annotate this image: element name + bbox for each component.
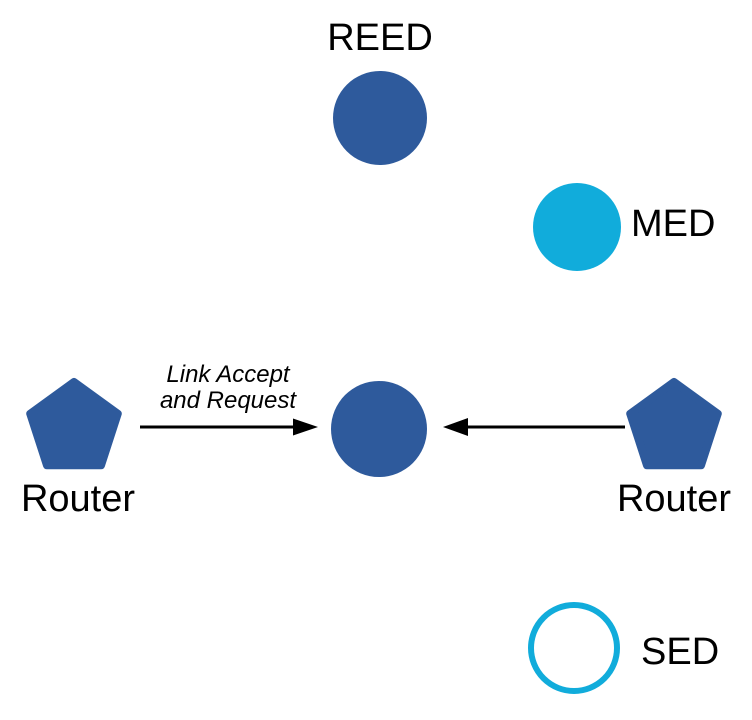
arrowhead-left-icon bbox=[443, 418, 468, 436]
link-accept-request-label: Link Accept and Request bbox=[138, 362, 318, 414]
sed-node-circle bbox=[528, 602, 620, 694]
pentagon-shape bbox=[26, 378, 122, 470]
router-right-pentagon-icon bbox=[626, 378, 722, 470]
med-node-circle bbox=[533, 183, 621, 271]
sed-label: SED bbox=[641, 631, 720, 673]
pentagon-shape bbox=[626, 378, 722, 470]
center-node-circle bbox=[331, 381, 427, 477]
arrowhead-right-icon bbox=[293, 418, 318, 436]
arrow-right-router-to-center bbox=[443, 418, 625, 436]
reed-label: REED bbox=[327, 17, 433, 59]
edge-label-line1: Link Accept bbox=[166, 361, 290, 388]
router-left-pentagon-icon bbox=[26, 378, 122, 470]
edge-label-line2: and Request bbox=[159, 387, 297, 414]
med-label: MED bbox=[631, 203, 716, 245]
router-left-label: Router bbox=[20, 478, 136, 520]
arrow-left-router-to-center bbox=[140, 418, 318, 436]
router-right-label: Router bbox=[616, 478, 732, 520]
reed-node-circle bbox=[333, 71, 427, 165]
